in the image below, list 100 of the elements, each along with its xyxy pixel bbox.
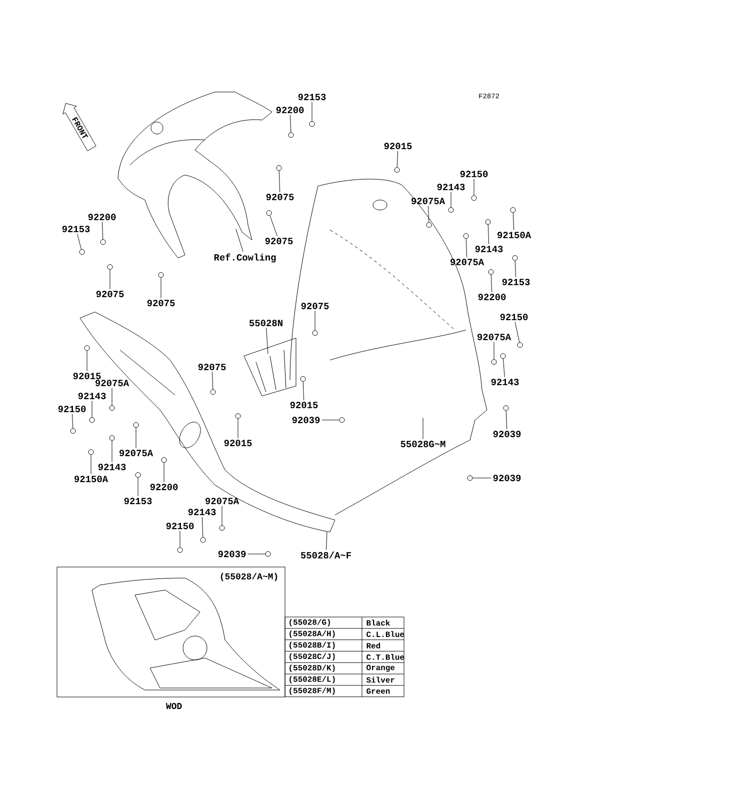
part-number: 92200 <box>276 106 304 114</box>
model-code: WOD <box>166 702 182 710</box>
part-number: 92143 <box>98 464 126 470</box>
part-number: 92075A <box>96 380 130 386</box>
fastener <box>177 547 183 553</box>
leader-line <box>326 532 328 550</box>
part-number: 92143 <box>437 184 465 190</box>
fastener <box>219 525 225 531</box>
part-number: 92075 <box>147 300 175 306</box>
fastener <box>89 417 95 423</box>
leader-line <box>422 418 424 440</box>
part-number: 92015 <box>224 440 252 446</box>
part-number: 92150 <box>58 406 86 412</box>
part-number: 92015 <box>290 402 318 408</box>
part-number: 92200 <box>88 214 116 220</box>
part-number: 92015 <box>73 372 101 380</box>
part-number: 92075 <box>301 302 329 310</box>
leader-line <box>290 114 292 132</box>
part-number: 92039 <box>218 550 246 558</box>
part-number: 92075 <box>96 290 124 298</box>
leader-line <box>488 224 490 244</box>
leader-line <box>86 350 88 372</box>
fastener <box>463 233 469 239</box>
fastener <box>276 165 282 171</box>
fastener <box>312 330 318 336</box>
fastener <box>426 222 432 228</box>
part-number: 92075A <box>412 198 446 204</box>
fastener <box>210 389 216 395</box>
fastener <box>467 475 473 481</box>
part-number: 92150A <box>74 476 108 482</box>
part-number: 92039 <box>493 430 521 438</box>
fastener <box>161 457 167 463</box>
fastener <box>485 219 491 225</box>
part-number: 92143 <box>475 246 503 252</box>
leader-line <box>512 212 514 230</box>
leader-line <box>160 278 162 298</box>
fastener <box>491 359 497 365</box>
part-number: 92153 <box>502 278 530 286</box>
fastener <box>512 255 518 261</box>
part-number: 92039 <box>493 474 521 482</box>
fastener <box>394 167 400 173</box>
leader-line <box>102 222 104 240</box>
part-number: 92075A <box>450 258 484 266</box>
fastener <box>133 422 139 428</box>
fastener <box>84 345 90 351</box>
fastener <box>339 417 345 423</box>
part-number: 92150 <box>460 170 488 178</box>
part-number: 92039 <box>292 416 320 424</box>
leader-line <box>202 516 204 538</box>
part-number: 92143 <box>188 508 216 516</box>
fastener <box>510 207 516 213</box>
part-number: 92150A <box>498 232 532 238</box>
leader-line <box>278 170 280 192</box>
fastener <box>107 264 113 270</box>
fastener <box>500 353 506 359</box>
fastener <box>88 449 94 455</box>
fastener <box>471 195 477 201</box>
part-number: 92150 <box>500 314 528 320</box>
part-number: 55028N <box>249 320 282 326</box>
part-number: 92075A <box>120 450 154 456</box>
fastener <box>109 405 115 411</box>
leader-line <box>506 410 508 430</box>
leader-line <box>77 234 82 250</box>
fastener <box>158 272 164 278</box>
inset-label: (55028/A~M) <box>220 572 278 582</box>
leader-line <box>514 322 520 343</box>
leader-line <box>236 228 244 252</box>
leader-line <box>212 372 214 390</box>
part-number: 92143 <box>78 392 106 400</box>
leader-line <box>266 328 268 354</box>
part-number: 92150 <box>166 522 194 530</box>
fastener <box>503 405 509 411</box>
leader-line <box>466 238 468 258</box>
leader-line <box>302 382 304 400</box>
part-number: 92143 <box>491 378 519 386</box>
fastener <box>265 551 271 557</box>
leader-line <box>270 215 278 236</box>
fastener <box>309 121 315 127</box>
part-number: 92015 <box>384 142 412 150</box>
part-number: 92153 <box>62 226 90 232</box>
leader-line <box>502 358 505 378</box>
leader-line <box>490 274 492 292</box>
fastener <box>266 210 272 216</box>
part-number: 92075 <box>265 238 293 244</box>
part-number: Ref.Cowling <box>214 254 276 262</box>
fastener <box>488 269 494 275</box>
leader-line <box>396 150 398 168</box>
leader-line <box>90 454 92 474</box>
leader-line <box>314 310 316 330</box>
fastener <box>100 239 106 245</box>
fastener <box>135 472 141 478</box>
part-number: 92200 <box>478 294 506 300</box>
part-number: 92075A <box>206 498 240 504</box>
leader-line <box>428 206 430 222</box>
part-number: 92075A <box>478 334 512 340</box>
fastener <box>79 249 85 255</box>
leader-line <box>450 192 452 208</box>
leader-line <box>514 260 516 278</box>
part-number: 92075 <box>266 194 294 200</box>
part-number: 92075 <box>198 364 226 370</box>
